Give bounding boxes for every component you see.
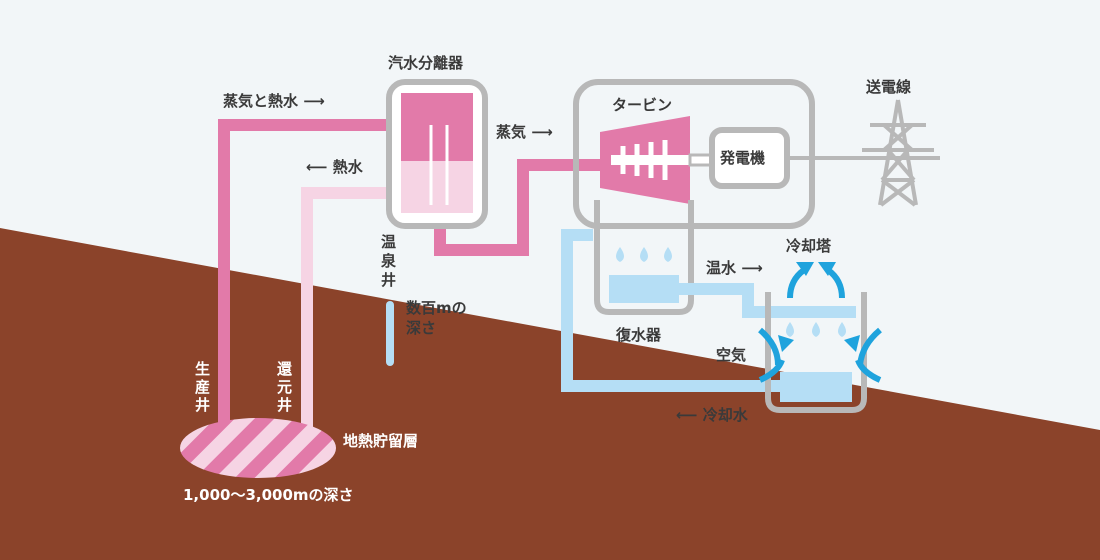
separator-label: 汽水分離器 [388, 54, 464, 72]
steam-up-arrow-icon [787, 267, 845, 299]
hot-spring-well-label-3: 井 [381, 271, 396, 289]
reinjection-well-label-2: 元 [277, 378, 292, 396]
turbine-label: タービン [612, 96, 672, 114]
reinjection-pipe [301, 187, 405, 438]
separator [386, 79, 488, 229]
condenser-water [609, 275, 679, 303]
turbine [600, 116, 701, 204]
cooling-water-pipe [561, 229, 780, 392]
hot-spring-well-label-2: 泉 [380, 252, 397, 270]
cooling-tower-box [765, 292, 867, 413]
steam-hot-water-label: 蒸気と熱水 ⟶ [223, 92, 325, 110]
production-well-label-2: 産 [195, 378, 210, 396]
reinjection-well-label-1: 還 [277, 360, 293, 378]
warm-water-pipe [679, 283, 856, 318]
deep-depth-label: 1,000～3,000mの深さ [183, 486, 354, 504]
cooling-tower-drops [786, 322, 846, 337]
condenser-label: 復水器 [615, 326, 662, 344]
depth-hundreds-label-2: 深さ [406, 319, 436, 337]
cooling-water-label: ⟵ 冷却水 [676, 406, 749, 424]
hot-spring-well-label-1: 温 [381, 233, 396, 251]
depth-hundreds-label-1: 数百mの [406, 299, 467, 317]
shaft [688, 153, 714, 167]
warm-water-label: 温水 ⟶ [706, 259, 763, 277]
production-well-label-3: 井 [195, 396, 210, 414]
geothermal-reservoir [180, 418, 336, 478]
reinjection-well-label-3: 井 [277, 396, 292, 414]
air-arrow-heads-icon [778, 335, 860, 352]
air-label: 空気 [716, 346, 746, 364]
hot-water-label: ⟵ 熱水 [306, 158, 364, 176]
air-arrow-icon [758, 327, 882, 383]
reservoir-label: 地熱貯留層 [343, 432, 418, 450]
production-well-label-1: 生 [195, 360, 210, 378]
ground [0, 228, 1100, 560]
production-pipe [218, 119, 405, 438]
condenser-drops [616, 247, 672, 262]
condenser-box [594, 200, 694, 315]
cooling-tower-label: 冷却塔 [786, 237, 832, 255]
arrow-heads-icon [796, 262, 836, 276]
cooling-tower-water [780, 372, 852, 402]
generator-label: 発電機 [719, 149, 765, 167]
power-line-label: 送電線 [865, 78, 911, 96]
transmission-tower-icon [862, 99, 934, 207]
steam-label: 蒸気 ⟶ [496, 123, 553, 141]
